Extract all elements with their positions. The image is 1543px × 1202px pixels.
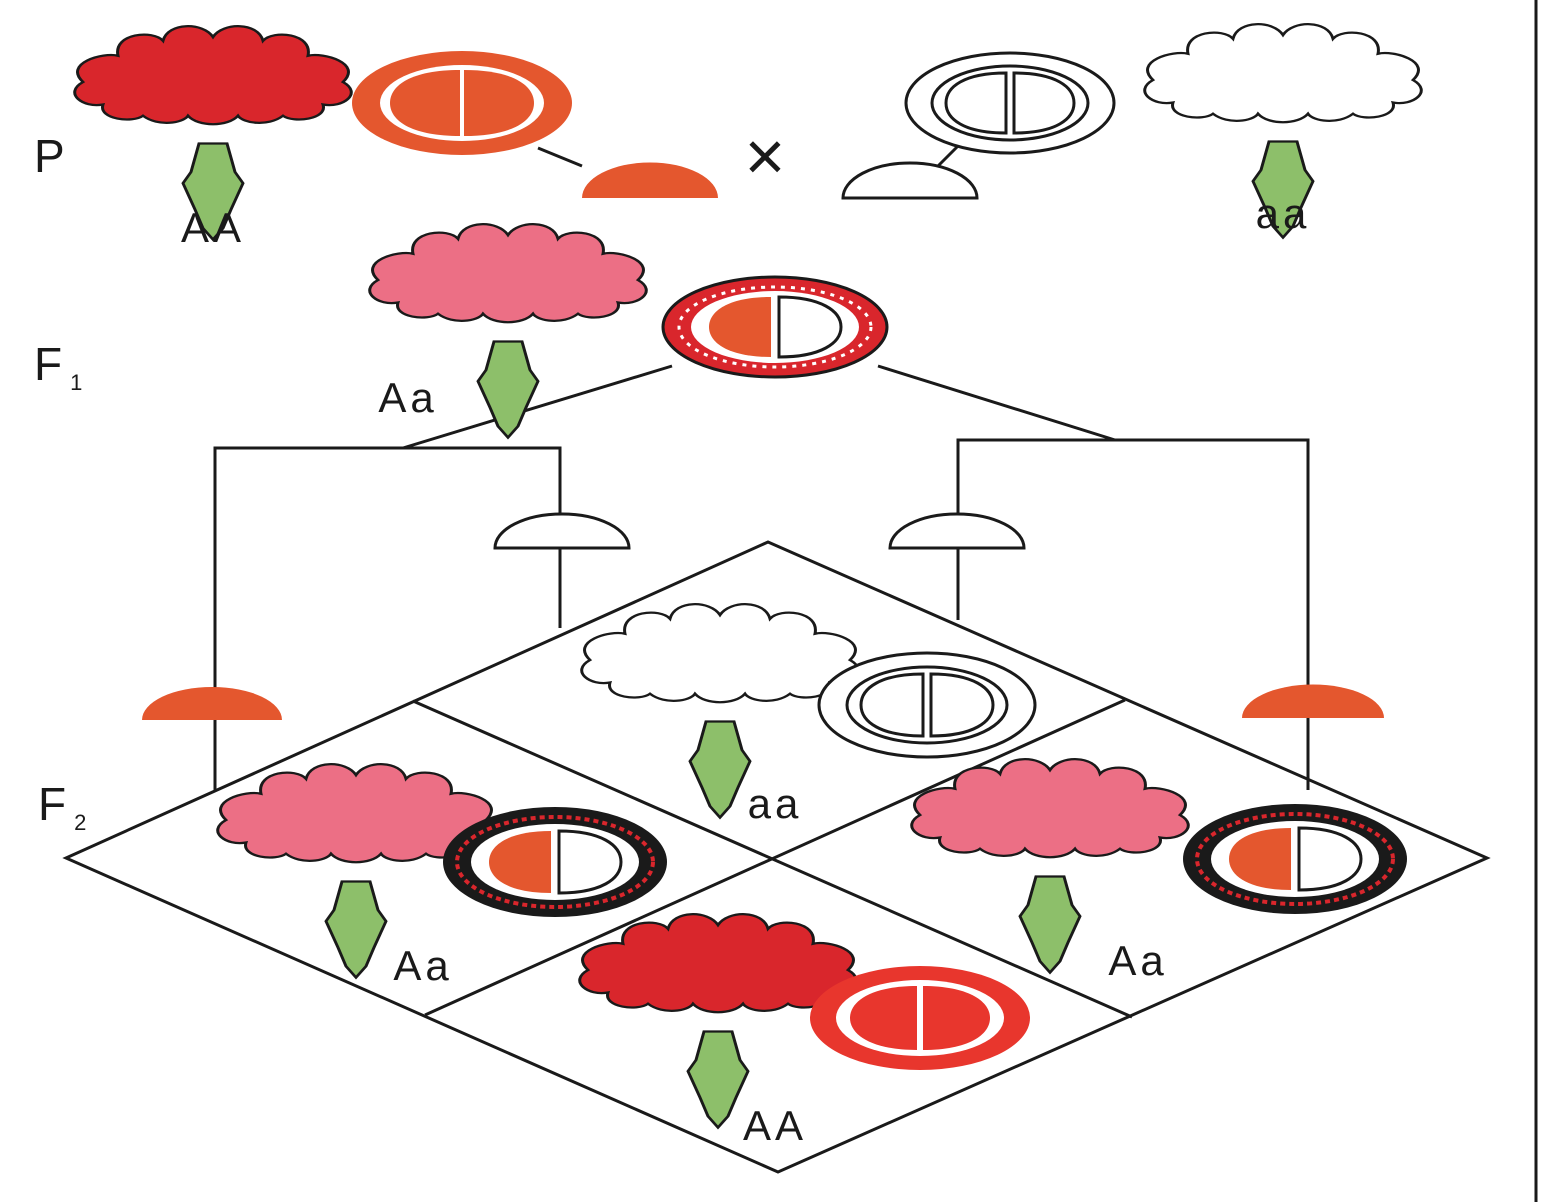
generation-f2-letter: F [38,778,66,830]
generation-f1-subscript: 1 [70,370,82,395]
cell-f2-right [1183,804,1407,914]
gamete-red-p [582,162,718,198]
genotype-p-white: aa [1256,190,1311,237]
cell-f1 [663,277,887,377]
genotype-f2-bottom: AA [743,1102,807,1149]
generation-f2-subscript: 2 [74,810,86,835]
p-red-gamete-line [538,148,582,166]
gamete-red-left [142,687,282,720]
gamete-white-right [890,514,1024,548]
left-bracket [215,448,560,790]
flower-f2-top-white [582,604,859,817]
gamete-white-p [843,163,977,198]
cross-symbol: × [745,117,786,195]
cell-f2-bottom [810,966,1030,1070]
generation-p-label: P [34,130,65,182]
cell-p-white [906,53,1114,153]
genotype-f2-top: aa [748,780,803,827]
genotype-p-red: AA [181,204,245,251]
cell-f2-left [443,807,667,917]
gamete-white-left [495,514,629,548]
f1-right-branch [878,366,1115,440]
genotype-f1: Aa [378,374,437,421]
gamete-red-right [1242,685,1384,718]
generation-f1-letter: F [34,338,62,390]
cell-p-red [352,51,572,155]
genotype-f2-right: Aa [1108,937,1167,984]
genotype-f2-left: Aa [393,942,452,989]
cell-f2-top [819,653,1035,757]
cell-symbols [352,51,1407,1070]
